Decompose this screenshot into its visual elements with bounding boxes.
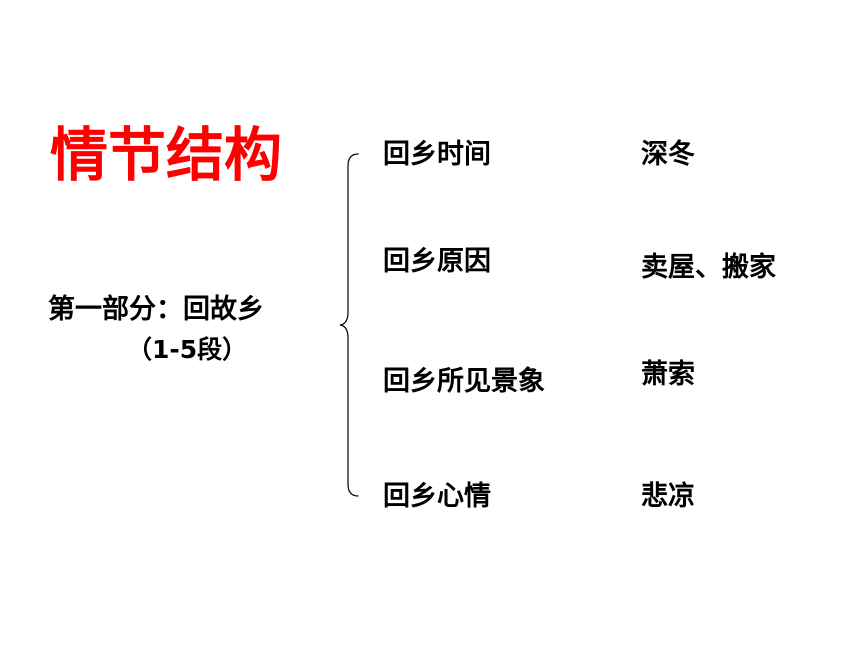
item-aspect: 回乡时间 bbox=[383, 139, 491, 170]
item-aspect: 回乡心情 bbox=[383, 481, 491, 512]
section-title: 第一部分：回故乡 bbox=[48, 294, 264, 325]
item-aspect: 回乡所见景象 bbox=[383, 366, 545, 397]
section-range: （1-5段） bbox=[127, 335, 248, 364]
item-detail: 悲凉 bbox=[641, 481, 695, 512]
item-detail: 萧索 bbox=[641, 359, 695, 390]
item-detail: 深冬 bbox=[641, 139, 695, 170]
curly-brace-icon bbox=[339, 153, 359, 497]
item-detail: 卖屋、搬家 bbox=[641, 252, 776, 283]
slide-title: 情节结构 bbox=[50, 121, 283, 189]
item-aspect: 回乡原因 bbox=[383, 246, 491, 277]
